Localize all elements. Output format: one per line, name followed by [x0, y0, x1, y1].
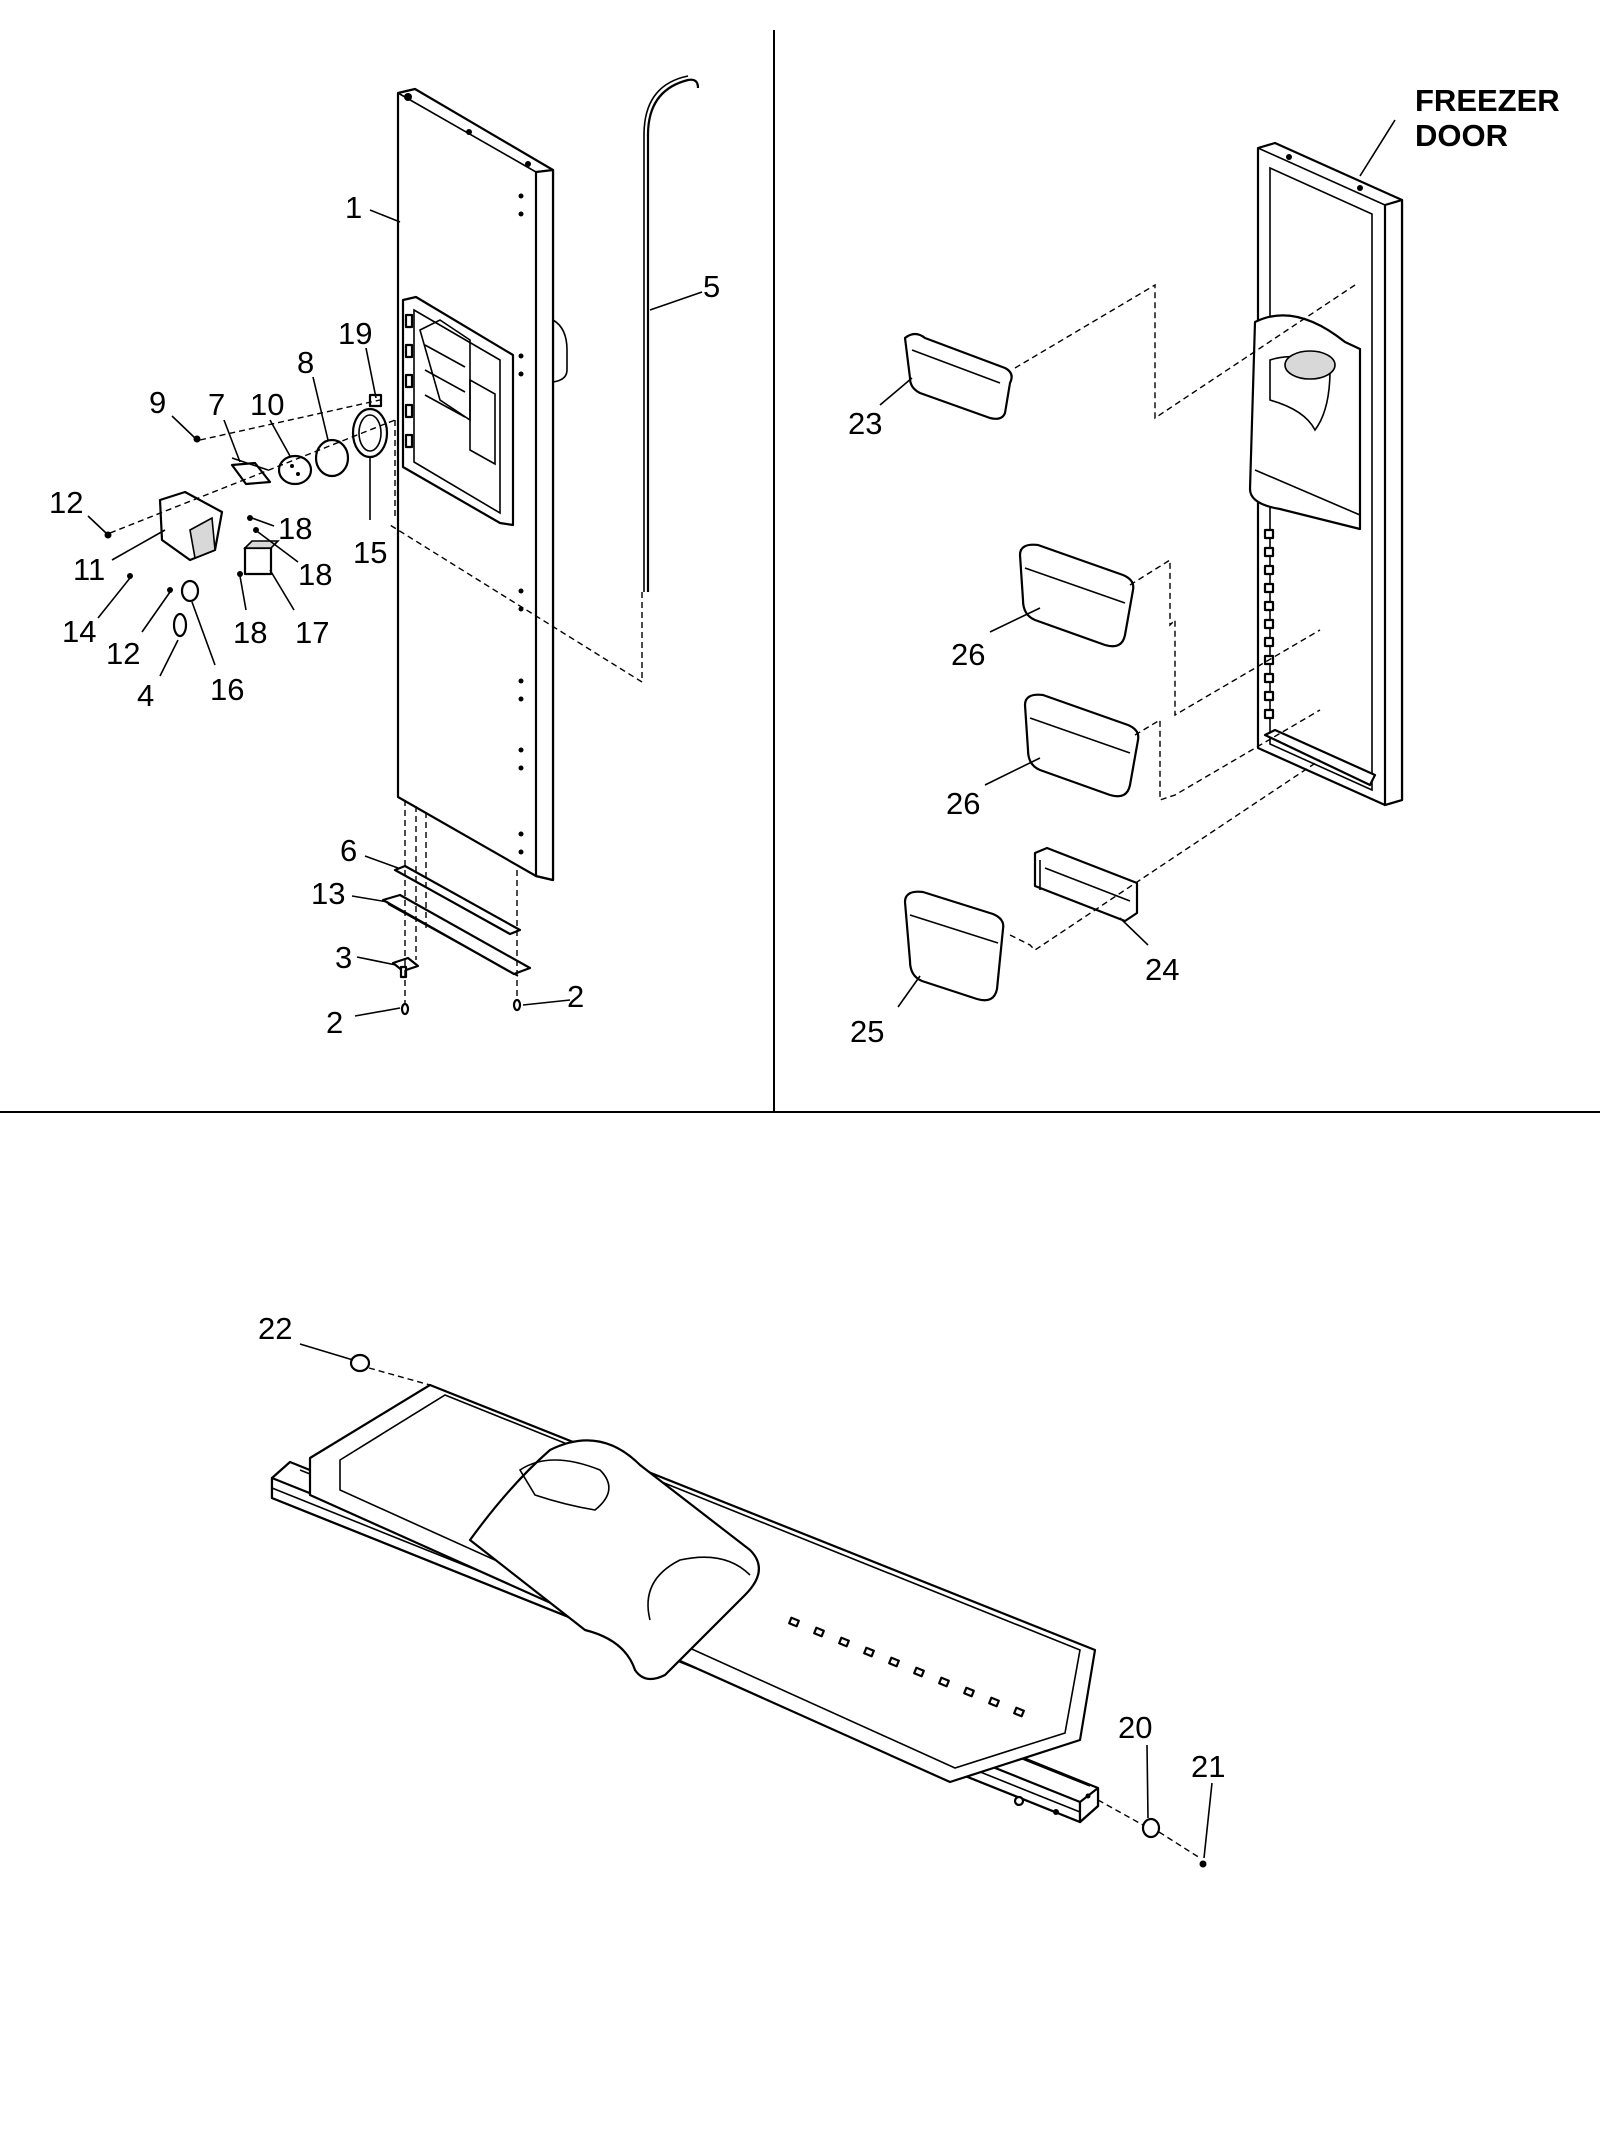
callout-10: 10	[250, 387, 284, 422]
callout-24: 24	[1145, 952, 1179, 987]
callout-1: 1	[345, 190, 362, 225]
callout-5: 5	[703, 269, 720, 304]
bin-26-lower	[1023, 693, 1140, 798]
callout-6: 6	[340, 833, 357, 868]
shelf-slots	[1263, 528, 1275, 720]
trim-plate-6	[393, 864, 522, 936]
callout-9: 9	[149, 385, 166, 420]
callout-12a: 12	[49, 485, 83, 520]
part-4	[172, 612, 188, 638]
callout-2a: 2	[326, 1005, 343, 1040]
callout-13: 13	[311, 876, 345, 911]
callout-22: 22	[258, 1311, 292, 1346]
callout-26b: 26	[946, 786, 980, 821]
freezer-door-label-line2: DOOR	[1415, 118, 1508, 153]
callout-20: 20	[1118, 1710, 1152, 1745]
part-7-lever	[230, 461, 272, 486]
dispenser-recess	[401, 295, 515, 527]
callout-18a: 18	[278, 511, 312, 546]
callout-19: 19	[338, 316, 372, 351]
callout-4: 4	[137, 678, 154, 713]
callout-17: 17	[295, 615, 329, 650]
callout-3: 3	[335, 940, 352, 975]
callout-11: 11	[73, 552, 105, 587]
liner-slots	[788, 1616, 1025, 1718]
callout-21: 21	[1191, 1749, 1225, 1784]
part-16	[180, 579, 200, 603]
part-8-disc	[314, 438, 350, 478]
dispenser-housing	[1248, 314, 1362, 531]
callout-12b: 12	[106, 636, 140, 671]
callout-18c: 18	[233, 615, 267, 650]
callout-16: 16	[210, 672, 244, 707]
door-panel-assembly	[396, 87, 568, 882]
bin-26-upper	[1018, 543, 1135, 648]
callout-18b: 18	[298, 557, 332, 592]
callout-2b: 2	[567, 979, 584, 1014]
bin-23	[903, 332, 1013, 420]
callout-26a: 26	[951, 637, 985, 672]
dispenser-components	[104, 393, 396, 638]
part-15-ring	[351, 407, 389, 459]
freezer-door-assembly	[1248, 141, 1404, 807]
callout-14: 14	[62, 614, 96, 649]
callouts-top-right: FREEZER DOOR 23 26 26 24 25	[848, 83, 1560, 1049]
callouts-top-left: 1 5 19 8 10 7 9 12 11 14 12 4 16 18 18 1…	[49, 190, 720, 1040]
bottom-trim-parts	[381, 800, 532, 1016]
callout-15: 15	[353, 535, 387, 570]
callout-23: 23	[848, 406, 882, 441]
door-flat-assembly	[270, 1353, 1207, 1868]
freezer-door-label-line1: FREEZER	[1415, 83, 1560, 118]
part-22	[349, 1353, 371, 1373]
part-10-switch	[277, 454, 313, 486]
water-tube-5	[389, 75, 700, 683]
bin-25	[903, 890, 1005, 1002]
part-17-solenoid	[243, 546, 273, 576]
door-bins	[903, 283, 1356, 1002]
callouts-bottom: 22 20 21	[258, 1311, 1225, 1859]
callout-25: 25	[850, 1014, 884, 1049]
part-20	[1141, 1817, 1161, 1839]
callout-7: 7	[208, 387, 225, 422]
callout-8: 8	[297, 345, 314, 380]
